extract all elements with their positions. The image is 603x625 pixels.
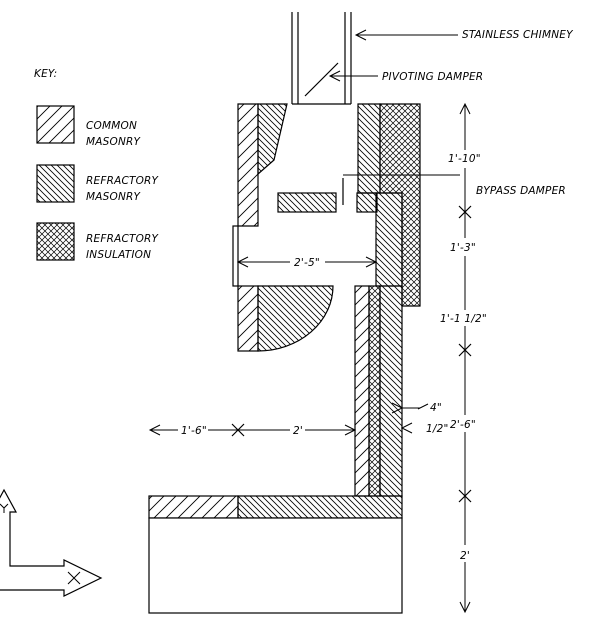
dim-wall-4-label: 4" bbox=[430, 402, 442, 414]
legend-insulation-line1: REFRACTORY bbox=[86, 233, 160, 245]
base-slab bbox=[148, 495, 403, 614]
dim-v1-label: 1'-10" bbox=[448, 153, 481, 165]
legend-insulation-line2: INSULATION bbox=[86, 249, 151, 261]
dim-v5-label: 2' bbox=[460, 550, 470, 562]
right-column bbox=[354, 285, 403, 497]
legend-common-line2: MASONRY bbox=[86, 136, 142, 148]
vertical-dimension-line bbox=[458, 102, 472, 614]
dim-base-depth-label: 2' bbox=[293, 425, 303, 437]
left-lower-wall bbox=[237, 285, 334, 352]
label-bypass-damper: BYPASS DAMPER bbox=[476, 185, 566, 197]
wall-thickness-callouts bbox=[391, 402, 429, 434]
dim-v3-label: 1'-1 1/2" bbox=[440, 313, 487, 325]
chimney bbox=[291, 12, 352, 105]
legend-common-line1: COMMON bbox=[86, 120, 137, 132]
damper-leader bbox=[328, 70, 378, 82]
legend: KEY: COMMON MASONRY REFRACTORY MASONRY R… bbox=[34, 68, 160, 261]
left-upper-wall bbox=[237, 103, 288, 227]
legend-swatch-common bbox=[36, 105, 75, 144]
chimney-leader bbox=[354, 29, 458, 41]
pivoting-damper bbox=[304, 62, 339, 97]
firebox-opening bbox=[232, 225, 239, 287]
legend-title: KEY: bbox=[34, 68, 57, 80]
dim-wall-half-label: 1/2" bbox=[426, 423, 449, 435]
dim-firebox-width bbox=[236, 256, 378, 268]
label-pivoting-damper: PIVOTING DAMPER bbox=[382, 71, 483, 83]
dim-v4-label: 2'-6" bbox=[450, 419, 476, 431]
dim-ledge-label: 1'-6" bbox=[181, 425, 207, 437]
dim-v2-label: 1'-3" bbox=[450, 242, 476, 254]
firebox-back-wall bbox=[375, 192, 403, 287]
legend-swatch-refractory bbox=[36, 164, 75, 203]
ucs-axis-icon bbox=[0, 488, 103, 597]
legend-refractory-line1: REFRACTORY bbox=[86, 175, 160, 187]
legend-swatch-insulation bbox=[36, 222, 75, 261]
dim-firebox-width-label: 2'-5" bbox=[294, 257, 320, 269]
dim-horizontal-base bbox=[148, 423, 357, 437]
legend-refractory-line2: MASONRY bbox=[86, 191, 142, 203]
label-stainless-chimney: STAINLESS CHIMNEY bbox=[462, 29, 574, 41]
